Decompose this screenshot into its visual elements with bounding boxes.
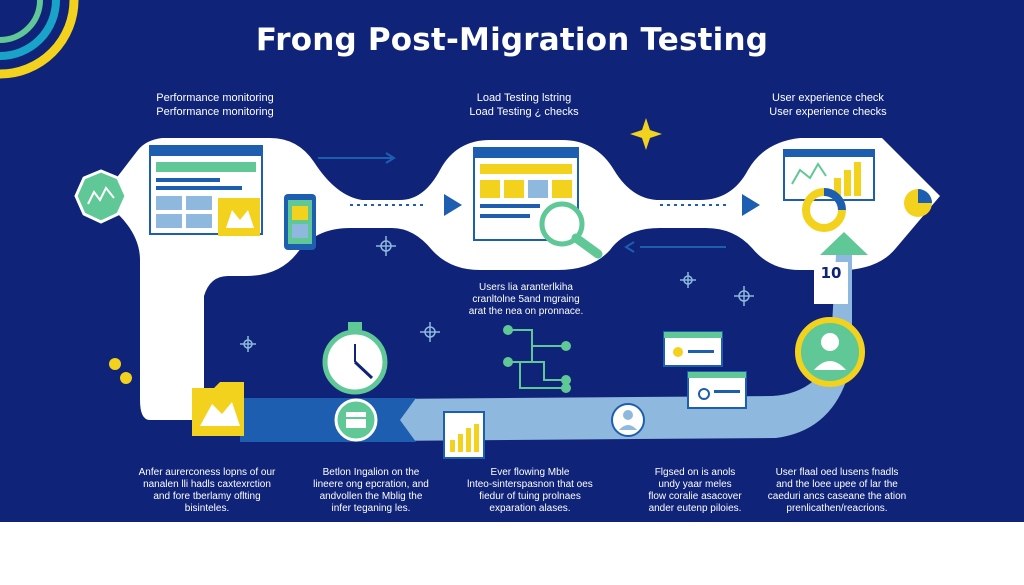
middle-note-line-3: arat the nea on pronnace. [468, 306, 584, 317]
main-white-path [118, 138, 940, 420]
stage-3-label-line-2: User experience checks [769, 106, 887, 118]
caption-1-line-3: and fore tberlamy oflting [153, 491, 261, 502]
caption-5-line-1: User flaal oed lusens fnadls [775, 467, 899, 478]
donut-chart-icon [802, 188, 932, 232]
caption-4-line-4: ander eutenp piloies. [648, 503, 742, 514]
crosshair-decorations [240, 236, 754, 352]
folder-icon [192, 382, 244, 436]
stage-1-label-line-2: Performance monitoring [156, 106, 274, 118]
stage-1-label: Performance monitoring Performance monit… [115, 91, 315, 119]
report-card-icon [443, 411, 485, 459]
caption-5-line-3: caeduri ancs caseane the ation [767, 491, 907, 502]
caption-3-line-4: exparation alases. [489, 503, 571, 514]
sparkle-icon [630, 118, 662, 150]
badge-number: 10 [820, 264, 842, 282]
stage-2-label-line-2: Load Testing ¿ checks [469, 106, 579, 118]
caption-5-line-4: prenlicathen/reacrions. [786, 503, 888, 514]
caption-4-line-3: flow coralie asacover [648, 491, 742, 502]
magnifier-icon [539, 201, 603, 259]
play-arrow-2 [742, 194, 760, 216]
diagram-artwork [0, 0, 940, 459]
caption-2: Betlon Ingalion on the lineere ong epcra… [286, 467, 456, 515]
caption-3-line-2: lnteo-sinterspasnon that oes [467, 479, 593, 490]
caption-3: Ever flowing Mble lnteo-sinterspasnon th… [445, 467, 615, 515]
flow-arrows [318, 152, 730, 253]
caption-2-line-2: lineere ong epcration, and [313, 479, 429, 490]
caption-4-line-1: Flgsed on is anols [654, 467, 736, 478]
caption-5-line-2: and the loee upee of lar the [776, 479, 898, 490]
lower-left-arrow [240, 398, 416, 442]
stage-1-label-line-1: Performance monitoring [156, 92, 274, 104]
window-cards-icon [663, 331, 747, 409]
smartphone-icon [284, 194, 316, 250]
caption-3-line-3: fiedur of tuing prolnaes [479, 491, 581, 502]
caption-2-line-1: Betlon Ingalion on the [322, 467, 420, 478]
user-large-icon [795, 317, 865, 387]
middle-note-line-2: cranltolne 5and mgraing [472, 294, 580, 305]
caption-1: Anfer aurerconess lopns of our nanalen l… [122, 467, 292, 515]
stopwatch-icon [322, 322, 388, 395]
page-title: Frong Post-Migration Testing [255, 22, 769, 58]
stage-2-label: Load Testing lstring Load Testing ¿ chec… [424, 91, 624, 119]
yellow-dots [109, 358, 132, 384]
upward-arrow [820, 232, 868, 255]
caption-1-line-4: bisinteles. [184, 503, 230, 514]
chart-octagon-icon [74, 169, 128, 224]
caption-2-line-3: andvollen the Mblig the [319, 491, 423, 502]
caption-1-line-1: Anfer aurerconess lopns of our [138, 467, 276, 478]
stage-3-label-line-1: User experience check [772, 92, 884, 104]
caption-1-line-2: nanalen lli hadls caxtexrction [143, 479, 271, 490]
badge-box [814, 262, 848, 304]
middle-note-line-1: Users lia aranterlkiha [479, 282, 573, 293]
middle-note: Users lia aranterlkiha cranltolne 5and m… [446, 282, 606, 318]
calendar-badge-icon [334, 398, 378, 442]
caption-5: User flaal oed lusens fnadls and the loe… [752, 467, 922, 515]
caption-2-line-4: infer teganing les. [331, 503, 411, 514]
caption-4: Flgsed on is anols undy yaar meles flow … [610, 467, 780, 515]
play-arrow-1 [444, 194, 462, 216]
caption-4-line-2: undy yaar meles [658, 479, 732, 490]
stage-2-label-line-1: Load Testing lstring [476, 92, 572, 104]
user-small-icon [611, 403, 645, 437]
stage-3-label: User experience check User experience ch… [728, 91, 928, 119]
circuit-icon [503, 325, 571, 393]
infographic-canvas: Frong Post-Migration Testing Performance… [0, 0, 1024, 522]
caption-3-line-1: Ever flowing Mble [490, 467, 570, 478]
dashboard-1-icon [149, 145, 263, 236]
